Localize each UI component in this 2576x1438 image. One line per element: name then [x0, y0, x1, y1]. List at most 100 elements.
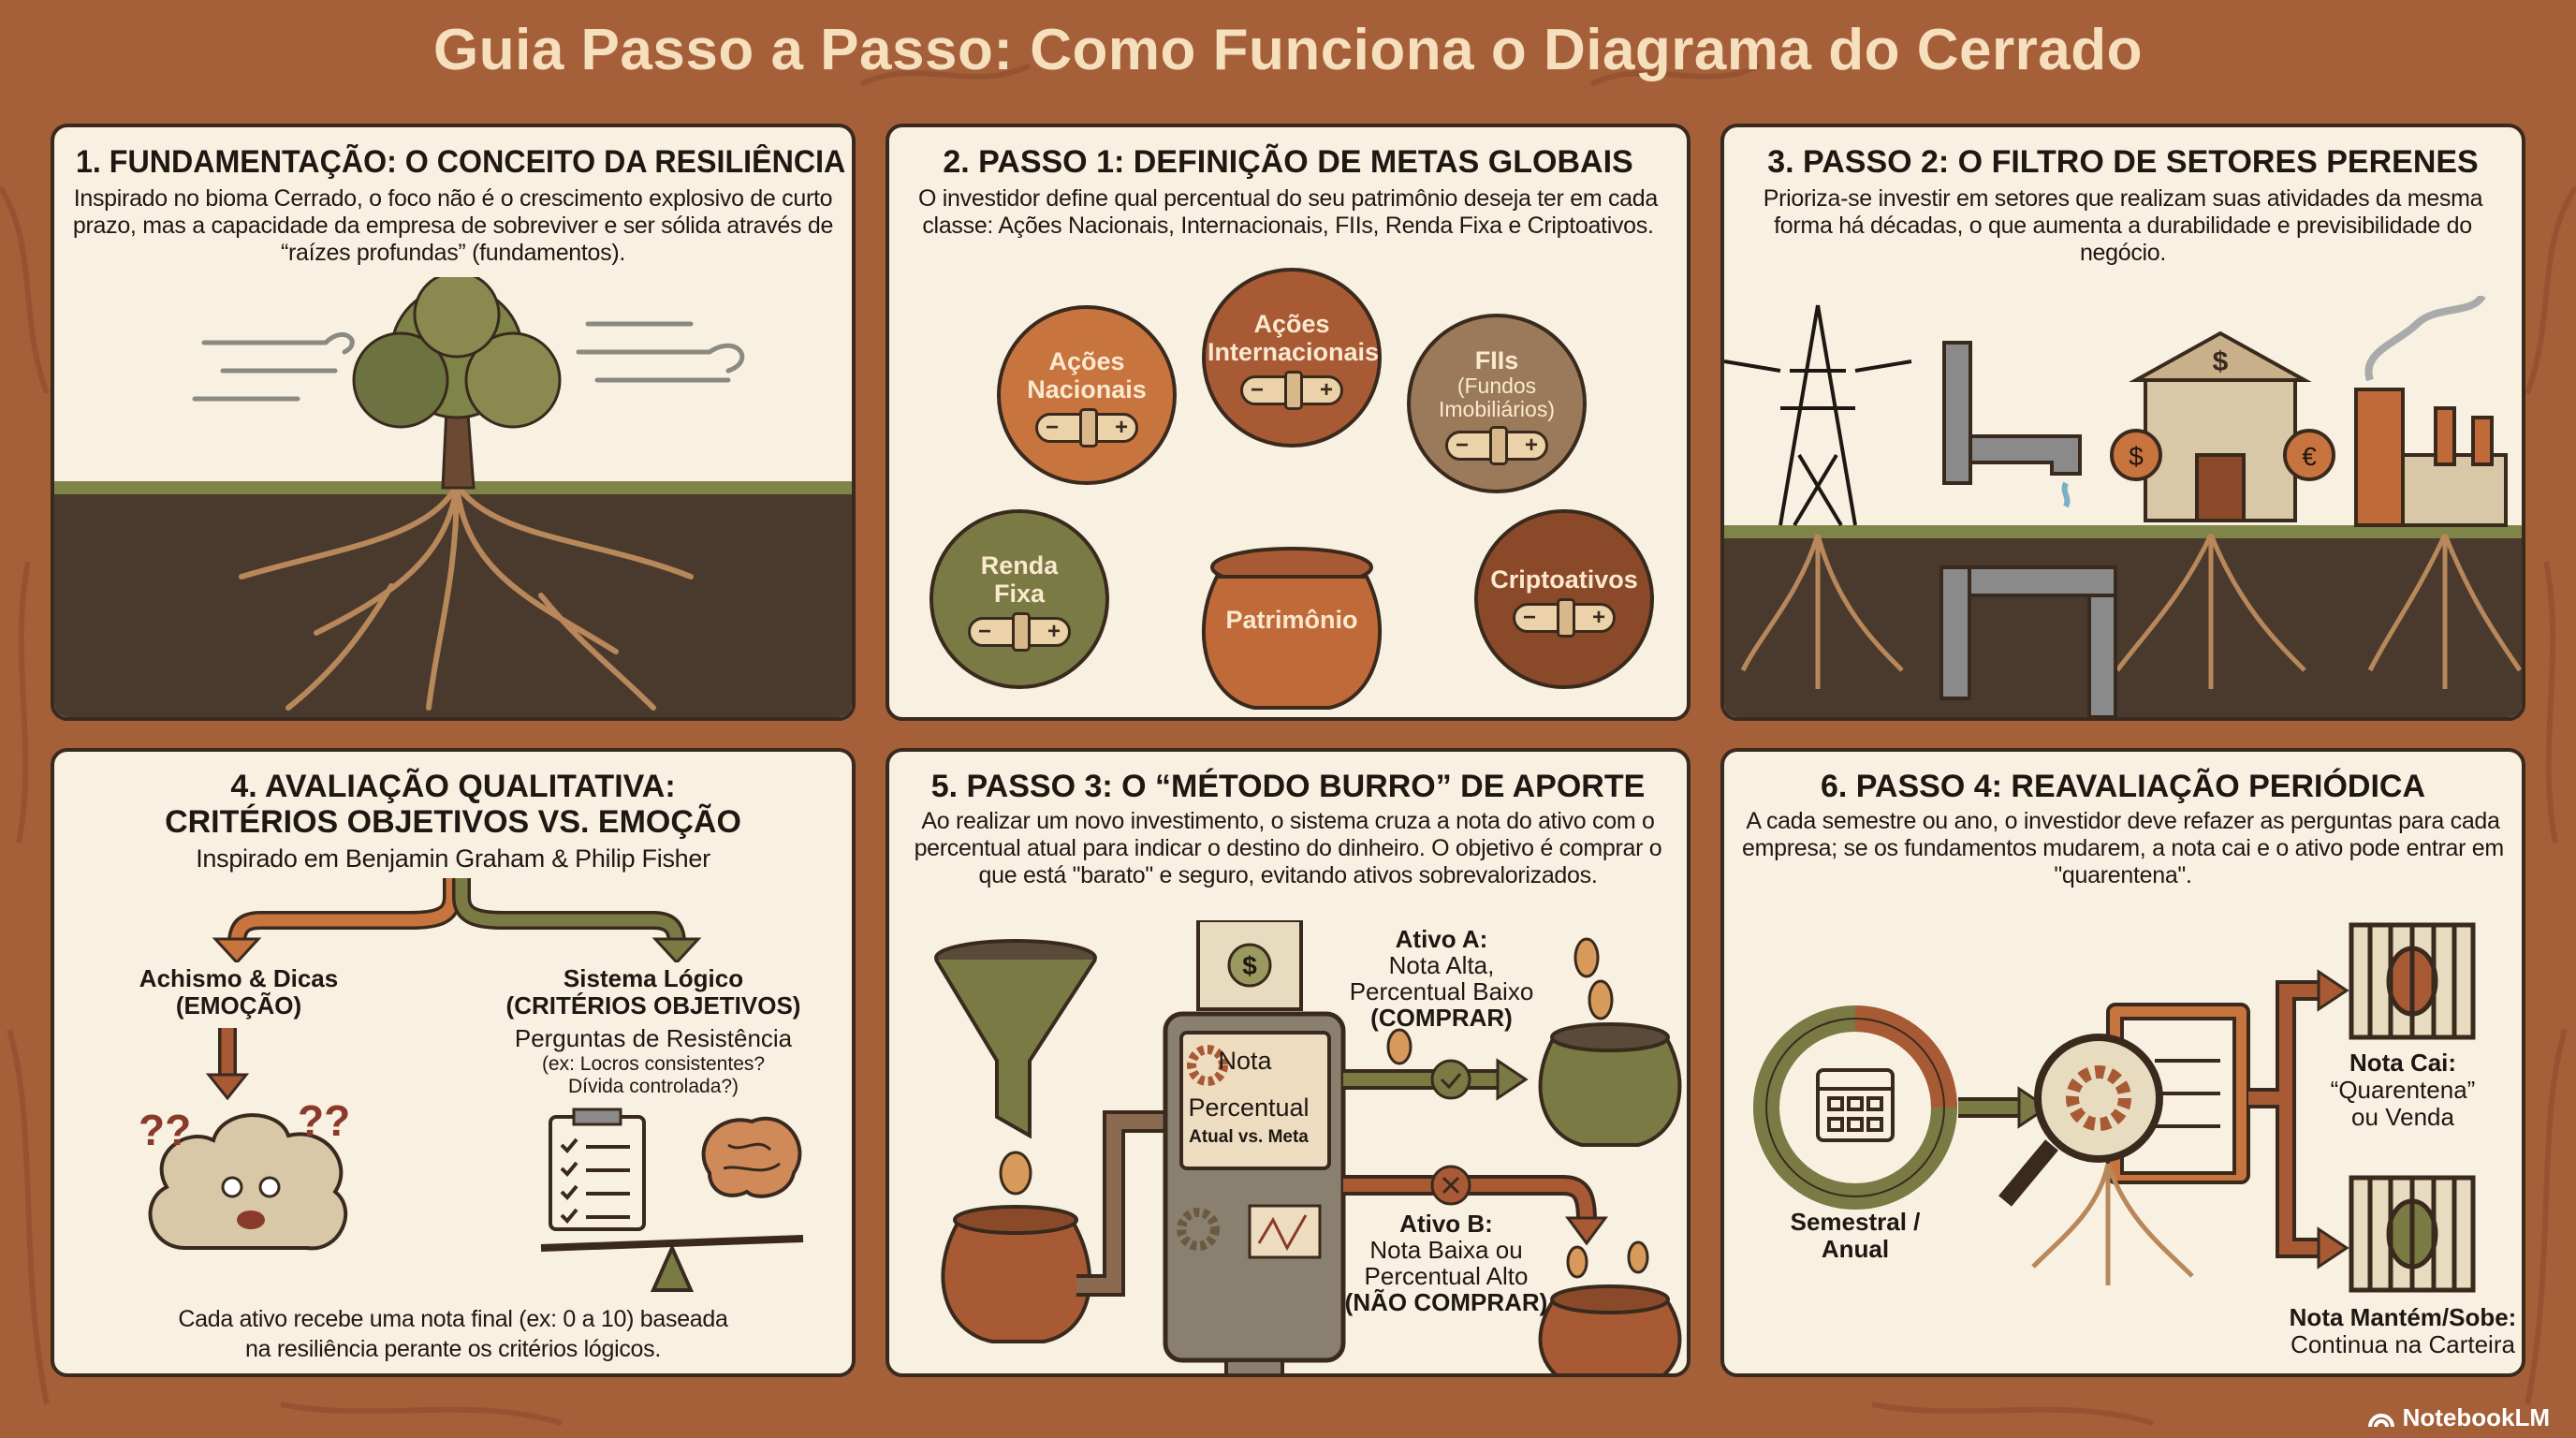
questions-title: Perguntas de Resistência [514, 1024, 793, 1052]
wind-icon [192, 321, 745, 402]
calendar-icon [1816, 1068, 1895, 1142]
ativo-b-action: (NÃO COMPRAR) [1344, 1288, 1548, 1316]
ativo-a-line1: Nota Alta, [1388, 951, 1495, 979]
class-label: Criptoativos [1490, 565, 1638, 594]
ativo-b-line2: Percentual Alto [1364, 1262, 1529, 1290]
down-line2: ou Venda [2351, 1103, 2454, 1131]
machine-percentual-label: Percentual [1188, 1093, 1310, 1122]
svg-text:$: $ [2129, 442, 2144, 471]
panel-title: 6. PASSO 4: REAVALIAÇÃO PERIÓDICA [1820, 769, 2426, 804]
ativo-b-line1: Nota Baixa ou [1369, 1236, 1523, 1264]
panel-title: 5. PASSO 3: O “MÉTODO BURRO” DE APORTE [930, 769, 1646, 804]
panel-description: A cada semestre ou ano, o investidor dev… [1742, 808, 2504, 888]
sectors-illustration: $ $ € [1724, 296, 2522, 717]
review-cycle-illustration [1753, 922, 2476, 1293]
magnifier-gear-icon [1998, 1034, 2163, 1207]
class-acoes-internacionais: Ações Internacionais −+ [1202, 268, 1382, 448]
class-criptoativos: Criptoativos −+ [1474, 509, 1654, 689]
left-pot-icon [941, 1205, 1092, 1343]
questions-line1: (ex: Locros consistentes? [541, 1053, 766, 1075]
svg-text:??: ?? [298, 1096, 350, 1145]
footer-line2: na resiliência perante os critérios lógi… [245, 1336, 661, 1362]
power-pylon-icon [1724, 304, 1912, 527]
machine-atual-meta-label: Atual vs. Meta [1189, 1127, 1309, 1147]
logic-label: Sistema Lógico [563, 964, 744, 992]
emotion-label: Achismo & Dicas [139, 964, 339, 992]
panel-title: 3. PASSO 2: O FILTRO DE SETORES PERENES [1767, 144, 2479, 180]
factory-icon [2354, 296, 2508, 527]
ativo-a-action: (COMPRAR) [1370, 1004, 1513, 1032]
panel-title-line2: CRITÉRIOS OBJETIVOS VS. EMOÇÃO [165, 804, 741, 840]
class-acoes-nacionais: Ações Nacionais −+ [997, 305, 1177, 485]
panel-qualitative-evaluation: 4. AVALIAÇÃO QUALITATIVA: CRITÉRIOS OBJE… [51, 748, 856, 1377]
panel-global-targets: 2. PASSO 1: DEFINIÇÃO DE METAS GLOBAIS O… [886, 124, 1690, 721]
allocation-slider[interactable]: −+ [1035, 408, 1138, 448]
brand-label: NotebookLM [2402, 1403, 2550, 1431]
split-arrows-icon [212, 878, 702, 962]
notebooklm-brand: NotebookLM [2367, 1403, 2550, 1432]
panel-title: 2. PASSO 1: DEFINIÇÃO DE METAS GLOBAIS [943, 144, 1633, 180]
brain-icon [701, 1116, 802, 1198]
panel-contribution-method: 5. PASSO 3: O “MÉTODO BURRO” DE APORTE A… [886, 748, 1690, 1377]
panel-description: Ao realizar um novo investimento, o sist… [914, 808, 1662, 888]
panel-description: O investidor define qual percentual do s… [918, 185, 1658, 239]
allocation-machine-illustration: $ [934, 920, 1682, 1373]
confused-cloud-icon: ?? ?? [139, 1028, 350, 1251]
panel-resilience-concept: 1. FUNDAMENTAÇÃO: O CONCEITO DA RESILIÊN… [51, 124, 856, 721]
pot-label: Patrimônio [1225, 606, 1358, 634]
class-renda-fixa: Renda Fixa −+ [929, 509, 1109, 689]
ativo-a-line2: Percentual Baixo [1349, 977, 1534, 1005]
cycle-label-1: Semestral / [1790, 1208, 1921, 1236]
coin-icon [2110, 429, 2162, 481]
panel-subtitle: Inspirado em Benjamin Graham & Philip Fi… [196, 844, 710, 873]
machine-nota-label: Nota [1218, 1047, 1272, 1075]
panel-periodic-review: 6. PASSO 4: REAVALIAÇÃO PERIÓDICA A cada… [1720, 748, 2525, 1377]
page-title: Guia Passo a Passo: Como Funciona o Diag… [433, 18, 2143, 82]
panel-title: 1. FUNDAMENTAÇÃO: O CONCEITO DA RESILIÊN… [76, 144, 846, 180]
allocation-slider[interactable]: −+ [1513, 598, 1616, 638]
check-icon [1430, 1059, 1471, 1100]
svg-text:€: € [2302, 442, 2317, 471]
pot-icon [1202, 547, 1382, 710]
notebooklm-logo-icon [2367, 1413, 2394, 1427]
coin-icon [2283, 429, 2335, 481]
funnel-icon [934, 939, 1097, 1139]
tree-roots-illustration [54, 277, 852, 717]
panel-description: Inspirado no bioma Cerrado, o foco não é… [72, 185, 834, 266]
no-buy-pot-icon [1538, 1284, 1682, 1373]
panel-description: Prioriza-se investir em setores que real… [1763, 185, 2483, 266]
down-title: Nota Cai: [2349, 1049, 2457, 1077]
questions-line2: Dívida controlada?) [567, 1076, 739, 1097]
ativo-b-title: Ativo B: [1399, 1210, 1493, 1238]
down-line1: “Quarentena” [2330, 1076, 2476, 1104]
svg-text:??: ?? [139, 1106, 191, 1154]
class-label: Renda Fixa [980, 551, 1059, 608]
water-drop-icon [2061, 481, 2071, 508]
footer-line1: Cada ativo recebe uma nota final (ex: 0 … [178, 1306, 728, 1332]
panel-perennial-sectors: 3. PASSO 2: O FILTRO DE SETORES PERENES … [1720, 124, 2525, 721]
svg-text:$: $ [1242, 951, 1257, 980]
class-fiis: FIIs (Fundos Imobiliários) −+ [1407, 314, 1587, 493]
allocation-slider[interactable]: −+ [1445, 426, 1548, 465]
ativo-a-title: Ativo A: [1395, 925, 1488, 953]
allocation-slider[interactable]: −+ [1240, 371, 1343, 410]
logic-sublabel: (CRITÉRIOS OBJETIVOS) [505, 991, 801, 1020]
gear-icon [1177, 1208, 1220, 1251]
chart-screen-icon [1248, 1204, 1322, 1259]
buy-pot-icon [1538, 1022, 1682, 1147]
emotion-sublabel: (EMOÇÃO) [175, 991, 302, 1020]
portfolio-cage-icon [2349, 1175, 2476, 1293]
class-sublabel: (Fundos Imobiliários) [1439, 374, 1555, 421]
gear-icon [1187, 1045, 1228, 1086]
up-title: Nota Mantém/Sobe: [2289, 1303, 2517, 1331]
panel-title-line1: 4. AVALIAÇÃO QUALITATIVA: [230, 769, 676, 804]
class-label: Ações Nacionais [1027, 347, 1147, 404]
balance-scale-icon [540, 1235, 804, 1292]
coin-icon [999, 1151, 1032, 1196]
class-label: Ações Internacionais [1208, 310, 1380, 366]
allocation-slider[interactable]: −+ [968, 612, 1071, 652]
checklist-clipboard-icon [549, 1108, 646, 1231]
class-label: FIIs [1474, 346, 1519, 374]
cycle-label-2: Anual [1821, 1235, 1890, 1263]
